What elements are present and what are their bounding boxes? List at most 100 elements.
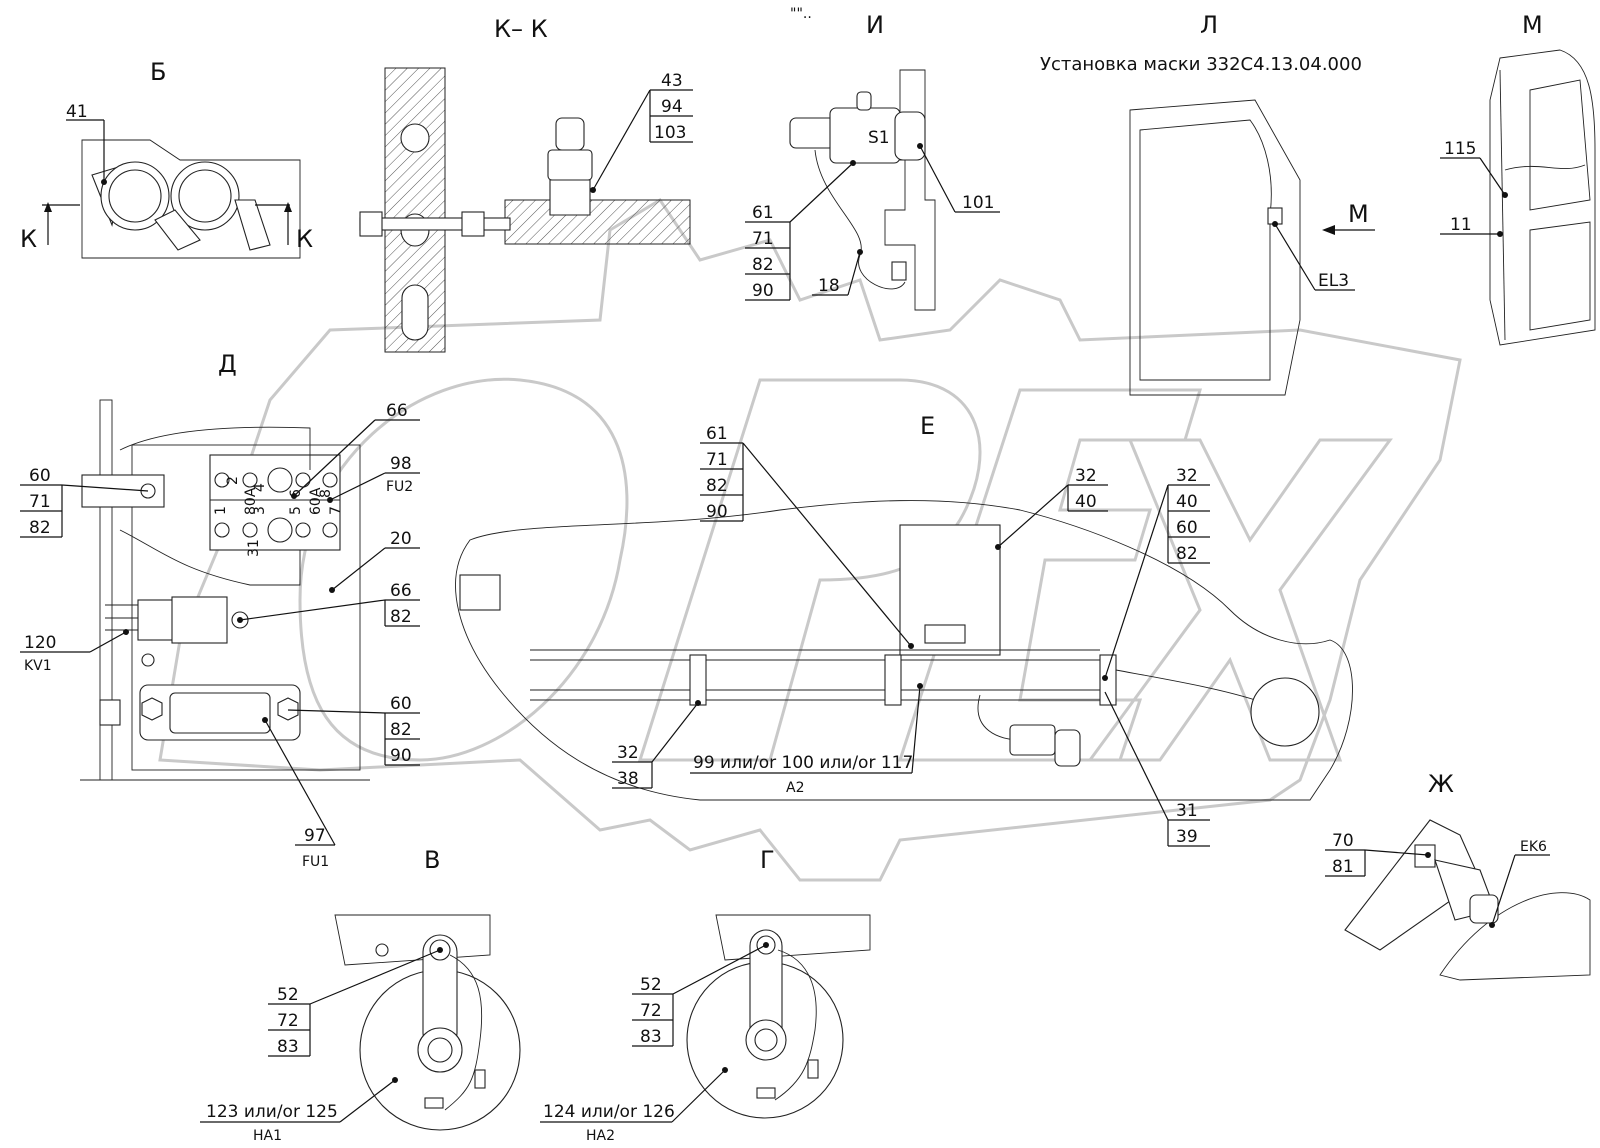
rating-60a: 60A: [308, 487, 324, 515]
callout-stack-e-32a: 32 40: [997, 466, 1108, 548]
view-e-drawing: [455, 500, 1353, 801]
callout-stack-e-32b: 32 40 60 82: [1104, 466, 1210, 679]
callout-stack-d-60: 60 71 82: [20, 466, 149, 538]
view-label-m: М: [1522, 11, 1543, 39]
view-label-i: И: [866, 11, 884, 39]
callout-stack-v: 52 72 83: [268, 949, 441, 1057]
rating-80a: 80A: [243, 487, 259, 515]
watermark-letter-o: [298, 377, 629, 762]
callout-d-66: 66: [390, 581, 412, 601]
ref-v-ha1: HA1: [253, 1128, 282, 1144]
view-label-zh: Ж: [1428, 770, 1454, 798]
callout-e-32b: 32: [1176, 466, 1198, 486]
view-b-drawing: [42, 119, 301, 259]
callout-e-a2-main: 99 или/or 100 или/or 117: [693, 753, 913, 773]
callout-i-18: 18: [818, 276, 840, 296]
view-label-kk: К– К: [494, 15, 548, 43]
terminal-2: 2: [225, 476, 241, 485]
callout-g-83: 83: [640, 1027, 662, 1047]
callout-stack-g: 52 72 83: [632, 944, 767, 1047]
callout-i-61: 61: [752, 203, 774, 223]
callout-d-97: 97: [304, 826, 326, 846]
callout-b-41: 41: [66, 102, 88, 122]
view-g-drawing: [686, 914, 871, 1119]
callout-e-61: 61: [706, 424, 728, 444]
callout-e-82: 82: [706, 476, 728, 496]
callout-e-82b: 82: [1176, 544, 1198, 564]
watermark: [158, 197, 1462, 882]
view-m-drawing: [1489, 49, 1596, 346]
callout-e-31: 31: [1176, 801, 1198, 821]
callout-e-71: 71: [706, 450, 728, 470]
callout-d-82: 82: [29, 518, 51, 538]
callout-kk-103: 103: [654, 123, 686, 143]
callout-v-52: 52: [277, 985, 299, 1005]
callout-v-ha1-main: 123 или/or 125: [206, 1102, 338, 1122]
callout-l-el3: EL3: [1318, 271, 1349, 291]
view-label-l: Л: [1200, 11, 1218, 39]
ref-zh-ek6: EK6: [1520, 839, 1547, 855]
view-kk-drawing: [359, 67, 691, 353]
section-mark-k-right: К: [296, 225, 313, 253]
terminal-8: 8: [318, 489, 334, 498]
view-arrow-m: М: [1348, 200, 1369, 228]
wire-31: 31: [246, 539, 262, 557]
callout-i-s1: S1: [868, 128, 890, 148]
callout-kk-94: 94: [661, 97, 683, 117]
terminal-3: 3: [252, 506, 268, 515]
callout-d-120: 120: [24, 633, 56, 653]
ref-g-ha2: HA2: [586, 1128, 615, 1144]
terminal-5: 5: [288, 506, 304, 515]
callout-kk-43: 43: [661, 71, 683, 91]
ref-d-fu2: FU2: [386, 479, 413, 495]
callout-d-82c: 82: [390, 720, 412, 740]
view-d-drawing: [80, 399, 370, 781]
callout-e-32a: 32: [1075, 466, 1097, 486]
view-l-drawing: [1129, 99, 1301, 396]
callout-e-38: 38: [617, 769, 639, 789]
callout-zh-70: 70: [1332, 831, 1354, 851]
callout-stack-e-61: 61 71 82 90: [700, 424, 912, 647]
ref-d-kv1: KV1: [24, 658, 52, 674]
callout-stack-e-32c: 32 38: [612, 702, 699, 789]
callout-v-72: 72: [277, 1011, 299, 1031]
view-v-drawing: [334, 914, 521, 1131]
callout-stack-d-60b: 60 82 90: [287, 694, 420, 766]
callout-g-72: 72: [640, 1001, 662, 1021]
view-label-d: Д: [218, 350, 237, 378]
terminal-1: 1: [213, 506, 229, 515]
view-label-e: Е: [920, 412, 935, 440]
view-label-b: Б: [150, 58, 166, 86]
top-marks: ""..: [790, 6, 812, 22]
callout-m-115: 115: [1444, 139, 1476, 159]
watermark-letter-x: [1087, 438, 1393, 762]
watermark-letter-e: [897, 388, 1203, 762]
section-mark-k-left: К: [20, 225, 37, 253]
callout-e-39: 39: [1176, 827, 1198, 847]
callout-g-ha2-main: 124 или/or 126: [543, 1102, 675, 1122]
callout-stack-zh: 70 81: [1325, 831, 1429, 877]
ref-d-fu1: FU1: [302, 854, 329, 870]
callout-stack-d-66: 66 82: [239, 581, 420, 627]
callout-d-71: 71: [29, 492, 51, 512]
callout-e-40b: 40: [1176, 492, 1198, 512]
callout-d-20: 20: [390, 529, 412, 549]
callout-d-66-top: 66: [386, 401, 408, 421]
view-label-g: Г: [760, 846, 775, 874]
callout-i-71: 71: [752, 229, 774, 249]
callout-i-90: 90: [752, 281, 774, 301]
callout-v-83: 83: [277, 1037, 299, 1057]
callout-e-60: 60: [1176, 518, 1198, 538]
callout-i-101: 101: [962, 193, 994, 213]
callout-d-90: 90: [390, 746, 412, 766]
terminal-7: 7: [328, 506, 344, 515]
callout-stack-e-31: 31 39: [1104, 691, 1210, 847]
callout-m-11: 11: [1450, 215, 1472, 235]
callout-g-52: 52: [640, 975, 662, 995]
callout-d-82b: 82: [390, 607, 412, 627]
watermark-gear: [158, 197, 1462, 882]
watermark-letter-p: [637, 378, 982, 762]
view-zh-drawing: [1344, 819, 1591, 981]
